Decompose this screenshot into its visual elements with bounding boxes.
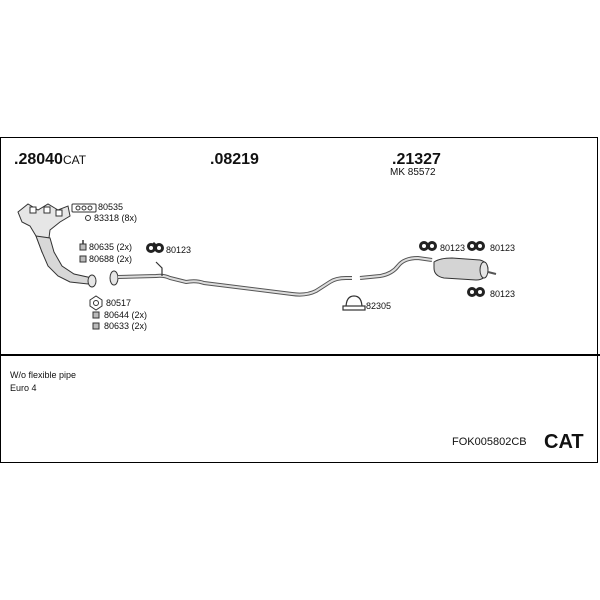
hanger-80123-d-drawing [467,287,485,297]
nut-80688-drawing [79,255,87,263]
accessory-label-80517: 80517 [106,298,132,308]
note-line-1: W/o flexible pipe [10,370,77,380]
part-number-3: .21327 [392,151,441,168]
part-sub-3: MK 85572 [390,167,436,178]
kit-type-badge: CAT [544,431,584,453]
accessory-label-80123-d: 80123 [490,289,516,299]
rear-silencer-drawing [359,255,497,281]
part-number-label-1: .28040CAT [14,152,86,168]
accessory-label-80644: 80644 (2x) [104,310,148,320]
exhaust-manifold-drawing [17,203,97,288]
accessory-label-80688: 80688 (2x) [89,254,133,264]
bolt-80635-drawing [79,240,87,251]
divider-line [0,354,600,356]
accessory-label-80535: 80535 [98,202,124,212]
middle-pipe-drawing [109,261,352,297]
bolt-80644-drawing [92,311,100,319]
nut-80633-drawing [92,322,100,330]
part-number-2: .08219 [210,151,259,168]
note-line-2: Euro 4 [10,383,37,393]
part-number-1: .28040 [14,151,63,168]
accessory-label-80633: 80633 (2x) [104,321,148,331]
nut-83318-drawing [85,215,91,221]
clamp-82305-drawing [342,295,366,311]
gasket-80535-drawing [71,203,97,213]
gasket-80517-drawing [89,295,103,311]
accessory-label-80123-b: 80123 [440,243,466,253]
accessory-label-82305: 82305 [366,301,392,311]
hanger-80123-a-drawing [146,242,164,253]
accessory-label-80123-c: 80123 [490,243,516,253]
hanger-80123-b-drawing [419,241,437,251]
part-suffix-1: CAT [62,153,87,167]
accessory-label-80635: 80635 (2x) [89,242,133,252]
accessory-label-80123-a: 80123 [166,245,192,255]
accessory-label-83318: 83318 (8x) [94,213,138,223]
kit-code: FOK005802CB [452,436,527,448]
hanger-80123-c-drawing [467,241,485,251]
diagram-frame [0,137,598,463]
